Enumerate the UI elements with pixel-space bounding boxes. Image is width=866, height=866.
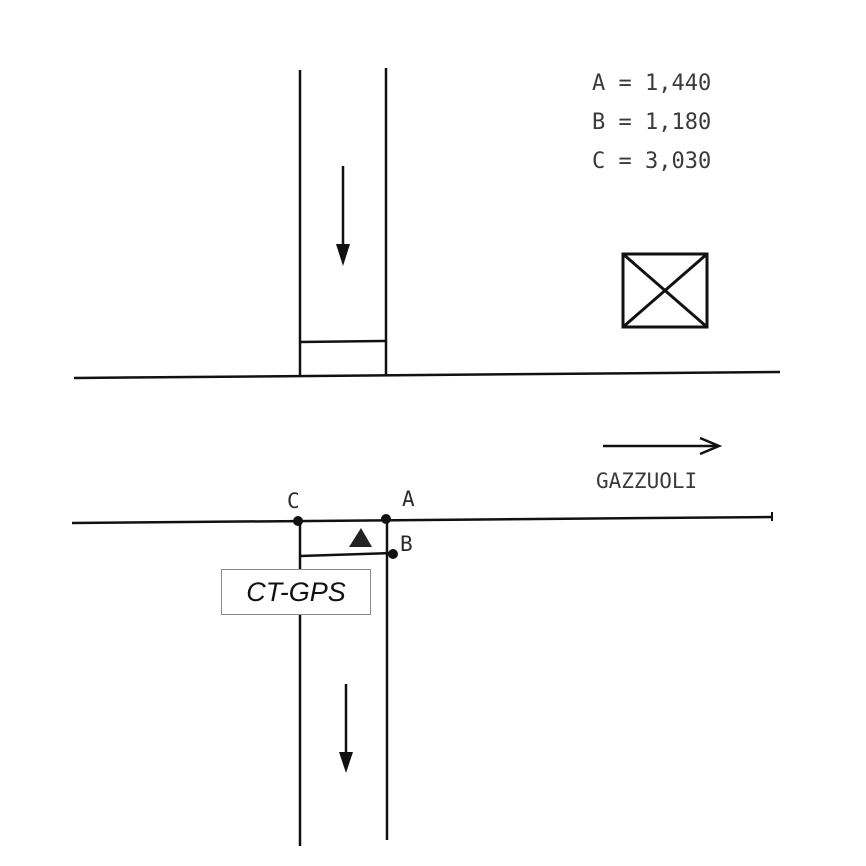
legend-line-a: A = 1,440 [592, 71, 711, 96]
triangle-marker-icon [349, 528, 372, 547]
upper-road [298, 68, 388, 376]
lower-stop-line [299, 551, 393, 558]
point-a-dot [381, 514, 391, 524]
down-arrow-icon [336, 166, 350, 266]
right-arrow-icon [603, 436, 723, 456]
survey-points [293, 514, 398, 559]
marker-tag-label: CT-GPS [246, 576, 346, 607]
legend-line-b: B = 1,180 [592, 110, 711, 135]
upper-stop-line [299, 339, 387, 344]
point-b-label: B [400, 532, 413, 556]
legend-line-c: C = 3,030 [592, 149, 711, 174]
point-b-dot [388, 549, 398, 559]
point-a-label: A [402, 487, 415, 511]
crossed-box-icon [621, 252, 709, 329]
direction-label: GAZZUOLI [596, 469, 697, 493]
main-road-top-edge [73, 370, 781, 380]
marker-tag: CT-GPS [221, 569, 371, 615]
main-road-bottom-edge [71, 515, 773, 525]
point-c-dot [293, 516, 303, 526]
point-c-label: C [287, 489, 300, 513]
down-arrow-icon [339, 684, 353, 773]
